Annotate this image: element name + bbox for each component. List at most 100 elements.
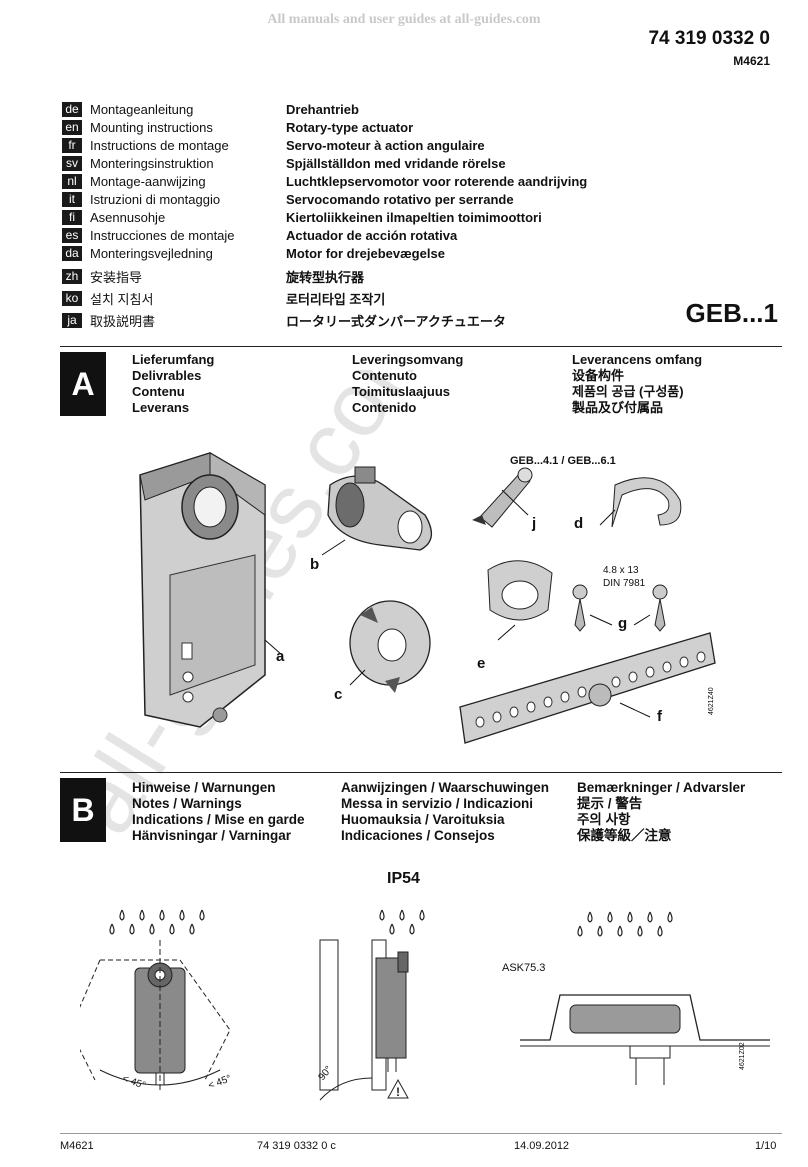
language-title: ロータリー式ダンパーアクチュエータ [286, 313, 506, 329]
figure-code-a: 4621Z40 [708, 687, 715, 715]
language-name: Montage-aanwijzing [90, 173, 206, 189]
language-name: Instructions de montage [90, 137, 229, 153]
section-b-heading: Aanwijzingen / Waarschuwingen [341, 780, 550, 795]
section-b-heading: 주의 사항 [577, 812, 631, 827]
actuator-side-view: ! [319, 939, 409, 1101]
water-drop-icons [109, 909, 673, 937]
section-a-heading: Contenu [132, 384, 185, 399]
language-title: Actuador de acción rotativa [286, 227, 458, 243]
language-name: Mounting instructions [90, 119, 213, 135]
label-b: b [310, 556, 320, 573]
language-title: Spjällställdon med vridande rörelse [286, 155, 506, 171]
section-a-heading: 제품의 공급 (구성품) [572, 384, 684, 399]
footer-code: M4621 [60, 1140, 94, 1152]
section-a-heading: Toimituslaajuus [352, 384, 450, 399]
actuator-drawing [139, 452, 283, 728]
language-code: ja [62, 312, 82, 328]
language-code: nl [62, 173, 82, 189]
ip-rating: IP54 [387, 870, 420, 887]
section-a-heading: Delivrables [132, 368, 202, 383]
language-title: Rotary-type actuator [286, 119, 414, 135]
position-indicator-drawing [349, 600, 431, 693]
adapter-drawing [487, 560, 553, 641]
screws-drawing [572, 584, 668, 632]
language-row: en Mounting instructions Rotary-type actua… [62, 118, 413, 136]
label-c: c [334, 686, 343, 703]
section-a-heading: 製品及び付属品 [572, 400, 664, 415]
section-b-marker: B [60, 778, 106, 842]
language-row: sv Monteringsinstruktion Spjällställdon me… [62, 154, 506, 172]
language-title: Servo-moteur à action angulaire [286, 137, 485, 153]
language-name: Monteringsvejledning [90, 245, 213, 261]
language-row: es Instrucciones de montaje Actuador de ac… [62, 226, 457, 244]
label-g: g [618, 615, 628, 632]
section-b-heading: 保護等級／注意 [577, 828, 672, 843]
section-a-heading: Leverans [132, 400, 190, 415]
section-a-heading: Lieferumfang [132, 352, 215, 367]
language-name: Montageanleitung [90, 101, 194, 117]
language-row: it Istruzioni di montaggio Servocomando ro… [62, 190, 514, 208]
language-name: 取扱説明書 [90, 313, 156, 329]
language-row: nl Montage-aanwijzing Luchtklepservomotor … [62, 172, 587, 190]
installation-illustration: ! [80, 909, 770, 1101]
document-number: 74 319 0332 0 [648, 28, 770, 49]
section-b-heading: Huomauksia / Varoituksia [341, 812, 505, 827]
section-b-heading: Hänvisningar / Varningar [132, 828, 292, 843]
weather-shield-view [520, 994, 770, 1085]
section-b-col3: Bemærkninger / Advarsler 提示 / 警告 주의 사항 保… [577, 780, 745, 844]
retaining-clip-drawing [599, 477, 682, 528]
section-a-col1: Lieferumfang Delivrables Contenu Leveran… [132, 352, 214, 416]
language-code: en [62, 119, 82, 135]
watermark-header: All manuals and user guides at all-guide… [267, 12, 541, 27]
section-b-col2: Aanwijzingen / Waarschuwingen Messa in s… [341, 780, 549, 844]
svg-text:!: ! [396, 1085, 400, 1099]
section-b-heading: Hinweise / Warnungen [132, 780, 276, 795]
language-title: 로터리타입 조작기 [286, 291, 386, 307]
document-code: M4621 [733, 54, 770, 68]
section-a-marker: A [60, 352, 106, 416]
label-f: f [657, 708, 662, 725]
label-a: a [276, 648, 285, 665]
language-code: it [62, 191, 82, 207]
language-title: Luchtklepservomotor voor roterende aandr… [286, 173, 588, 189]
section-a-heading: Leveringsomvang [352, 352, 464, 367]
language-code: sv [62, 155, 82, 171]
bushing-drawing [321, 466, 432, 556]
delivery-contents-illustration [139, 452, 716, 744]
section-a-divider [60, 346, 782, 347]
label-e: e [477, 655, 486, 672]
language-name: 安装指导 [90, 269, 143, 285]
section-b-divider [60, 772, 782, 773]
language-title: Kiertoliikkeinen ilmapeltien toimimootto… [286, 209, 542, 225]
section-a-heading: Leverancens omfang [572, 352, 703, 367]
language-name: Asennusohje [90, 209, 166, 225]
section-b-heading: Indications / Mise en garde [132, 812, 305, 827]
rotation-pin-drawing [472, 467, 533, 528]
language-code: zh [62, 268, 82, 284]
language-name: Instrucciones de montaje [90, 227, 235, 243]
section-a-heading: Contenido [352, 400, 417, 415]
language-name: Monteringsinstruktion [90, 155, 214, 171]
footer-page: 1/10 [755, 1140, 777, 1152]
language-code: da [62, 245, 82, 261]
section-b-heading: 提示 / 警告 [577, 796, 643, 811]
section-a-col3: Leverancens omfang 设备构件 제품의 공급 (구성품) 製品及… [572, 352, 702, 416]
language-code: es [62, 227, 82, 243]
screw-norm-label: DIN 7981 [603, 578, 646, 589]
section-b-heading: Notes / Warnings [132, 796, 242, 811]
section-a-heading: 设备构件 [572, 368, 625, 383]
language-title: Servocomando rotativo per serrande [286, 191, 514, 207]
shield-model-label: ASK75.3 [502, 962, 546, 974]
section-b-heading: Indicaciones / Consejos [341, 828, 495, 843]
language-name: Istruzioni di montaggio [90, 191, 221, 207]
section-a-heading: Contenuto [352, 368, 417, 383]
language-code: de [62, 101, 82, 117]
figure-code-b: 4621Z02 [739, 1042, 746, 1070]
language-code: ko [62, 290, 82, 306]
mounting-bracket-drawing [459, 632, 716, 744]
